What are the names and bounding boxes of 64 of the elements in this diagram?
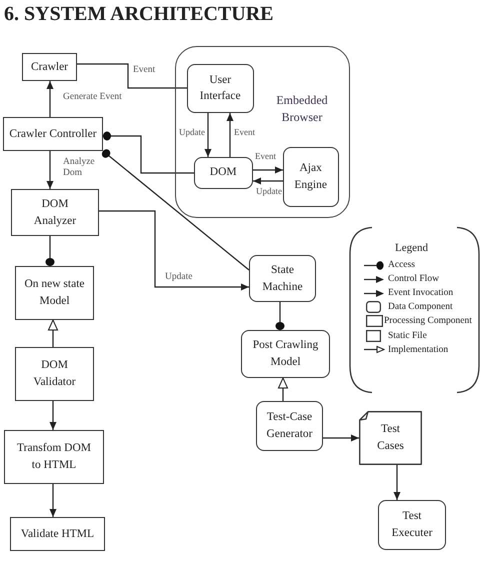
arrow [226,113,234,157]
connector-line [103,132,194,174]
process-box [3,117,103,151]
data-component-box [241,330,330,378]
node-text: Crawler [30,60,68,75]
connector-line [102,149,250,270]
legend-text: Control Flow [388,273,439,286]
arrow [278,378,288,401]
connector-line [46,236,54,266]
data-component-box [256,401,323,451]
process-box [15,347,94,401]
arrow [99,210,249,290]
process-box [10,517,105,551]
document-shape [359,411,422,465]
node-text: DOM Validator [32,358,77,390]
arrow [204,113,212,157]
process-box [11,189,99,236]
legend-text: Implementation [388,344,448,356]
legend-text: Processing Component [384,315,472,328]
edge-label: Update [165,272,192,283]
title: 6. SYSTEM ARCHITECTURE [4,2,274,26]
node-text: DOM Analyzer [32,196,78,228]
node-text: Test Executer [390,509,434,541]
data-component-box [186,64,254,113]
node-text: State Machine [261,262,304,294]
node-text: Test Cases [376,422,405,454]
arrow [323,434,359,442]
data-component-box [249,255,316,302]
node-text: Test-Case Generator [266,410,314,442]
container-label: Embedded Browser [275,92,329,126]
connector-line [276,302,284,330]
edge-label: Event [255,151,276,162]
edge-label: Update [256,186,282,197]
process-box [4,430,104,484]
arrow [46,81,54,117]
node-text: Transfom DOM to HTML [17,441,91,473]
data-component-box [378,500,446,550]
browser-container [175,46,350,218]
node-text: Post Crawling Model [252,338,320,370]
arrow [46,151,54,189]
legend-text: Event Invocation [388,287,454,300]
arrow [50,401,56,430]
process-box [22,53,77,81]
node-text: User Interface [198,72,242,104]
legend-text: Data Component [388,301,453,314]
node-text: DOM [210,165,237,180]
legend-text: Access [388,259,415,271]
edge-label: Event [234,127,255,138]
legend-text: Static File [388,330,427,342]
arrow [253,166,283,174]
process-box [15,266,94,320]
node-text: On new state Model [23,277,86,309]
connector-line [77,63,187,89]
data-component-box [194,156,253,189]
edge-label: Update [179,127,205,138]
legend-title: Legend [395,242,428,255]
arrow [50,484,56,517]
arrow [48,320,58,347]
arrow [253,178,283,184]
data-component-box [282,146,339,207]
node-text: Validate HTML [20,526,94,542]
node-text: Ajax Engine [293,161,328,193]
arrow [394,465,400,500]
node-text: Crawler Controller [9,126,97,142]
